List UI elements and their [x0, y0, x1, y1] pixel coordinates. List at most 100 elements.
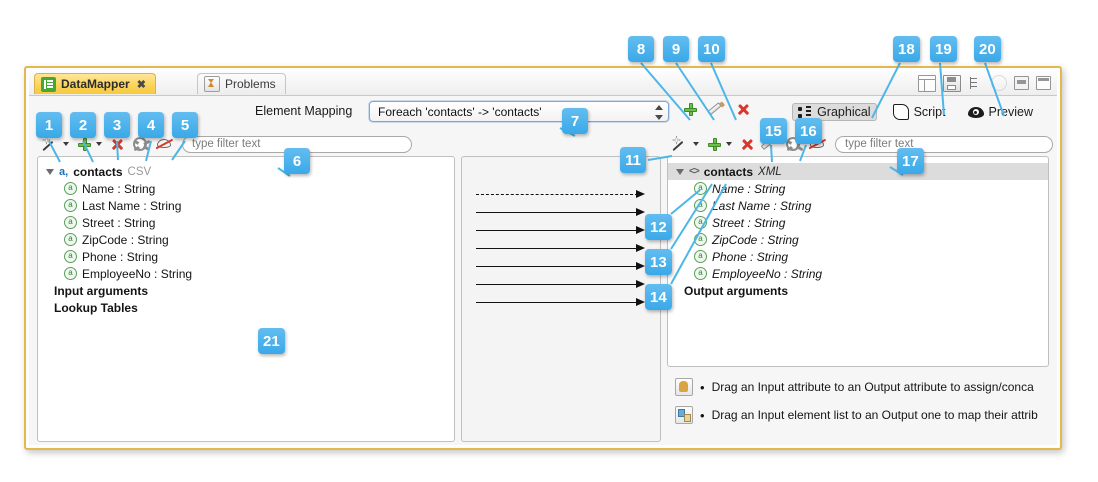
output-tree[interactable]: <> contacts XML a Name : String a Last N…	[667, 156, 1049, 367]
datamapper-icon	[41, 76, 56, 92]
callout-badge-1: 1	[36, 112, 62, 138]
attribute-icon: a	[694, 250, 707, 263]
circle-icon[interactable]	[991, 75, 1007, 91]
tree-row[interactable]: a Name : String	[38, 180, 454, 197]
add-mapping-icon[interactable]	[684, 102, 697, 116]
connector-canvas[interactable]	[461, 156, 661, 442]
callout-badge-18: 18	[893, 36, 920, 62]
connector-line[interactable]	[476, 262, 645, 270]
minimize-icon[interactable]	[1014, 76, 1029, 90]
delete-icon[interactable]	[111, 138, 124, 151]
add-icon[interactable]	[708, 137, 721, 151]
add-icon[interactable]	[78, 137, 91, 151]
connector-line[interactable]	[476, 208, 645, 216]
tree-row[interactable]: a Street : String	[38, 214, 454, 231]
tree-view-icon[interactable]	[968, 76, 984, 91]
xml-icon: <>	[689, 166, 700, 177]
connector-list	[462, 182, 660, 441]
tree-row[interactable]: Output arguments	[668, 282, 1048, 299]
hint-drag-attribute: • Drag an Input attribute to an Output a…	[675, 378, 1045, 396]
output-filter-input[interactable]: type filter text	[835, 135, 1053, 153]
tree-node-label: Input arguments	[54, 283, 149, 298]
attribute-icon: a	[694, 182, 707, 195]
chevron-down-icon[interactable]	[96, 142, 102, 146]
view-mode-preview-label: Preview	[988, 105, 1033, 119]
tree-row[interactable]: a EmployeeNo : String	[668, 265, 1048, 282]
chevron-down-icon[interactable]	[63, 142, 69, 146]
editor-tab-bar: DataMapper ✖ Problems	[29, 71, 1057, 96]
tree-node-label: Last Name : String	[712, 198, 812, 213]
tree-row[interactable]: a Phone : String	[38, 248, 454, 265]
tree-row[interactable]: a EmployeeNo : String	[38, 265, 454, 282]
chevron-down-icon[interactable]	[693, 142, 699, 146]
tree-node-label: contacts	[73, 164, 123, 179]
view-mode-preview[interactable]: Preview	[962, 103, 1039, 121]
wand-icon[interactable]	[42, 135, 58, 152]
tab-problems[interactable]: Problems	[197, 73, 286, 94]
tree-row[interactable]: a Name : String	[668, 180, 1048, 197]
element-mapping-value: Foreach 'contacts' -> 'contacts'	[378, 104, 542, 119]
connector-line[interactable]	[476, 244, 645, 252]
callout-badge-19: 19	[930, 36, 957, 62]
chevron-down-icon[interactable]	[46, 168, 54, 175]
table-view-icon[interactable]	[918, 74, 936, 92]
callout-badge-4: 4	[138, 112, 164, 138]
close-icon[interactable]: ✖	[136, 78, 146, 91]
callout-badge-10: 10	[698, 36, 725, 62]
wand-icon[interactable]	[672, 135, 688, 152]
hide-eye-icon[interactable]	[156, 138, 173, 150]
view-mode-script[interactable]: Script	[887, 102, 952, 122]
callout-badge-17: 17	[897, 148, 924, 174]
tree-row[interactable]: a Last Name : String	[668, 197, 1048, 214]
tree-node-label: Name : String	[82, 181, 156, 196]
attribute-icon: a	[64, 182, 77, 195]
callout-badge-15: 15	[760, 118, 787, 144]
attribute-icon: a	[64, 250, 77, 263]
output-filter-placeholder: type filter text	[845, 138, 914, 150]
chevron-down-icon[interactable]	[676, 168, 684, 175]
preview-eye-icon	[967, 106, 984, 118]
tree-node-label: Street : String	[82, 215, 156, 230]
tree-row[interactable]: Lookup Tables	[38, 299, 454, 316]
edit-mapping-icon[interactable]	[710, 102, 724, 116]
script-icon	[892, 104, 909, 120]
delete-mapping-icon[interactable]	[737, 103, 750, 116]
tree-row[interactable]: a Phone : String	[668, 248, 1048, 265]
tree-row[interactable]: Input arguments	[38, 282, 454, 299]
tree-row[interactable]: a Street : String	[668, 214, 1048, 231]
tree-row[interactable]: a ZipCode : String	[668, 231, 1048, 248]
save-icon[interactable]	[943, 74, 961, 92]
input-tree[interactable]: a, contacts CSV a Name : String a Last N…	[37, 156, 455, 442]
tree-row[interactable]: a ZipCode : String	[38, 231, 454, 248]
tab-datamapper[interactable]: DataMapper ✖	[34, 73, 156, 94]
tab-problems-label: Problems	[225, 77, 276, 91]
settings-gear-icon[interactable]	[133, 137, 147, 151]
output-panel-toolbar: type filter text	[667, 131, 1053, 157]
callout-badge-7: 7	[562, 108, 588, 134]
callout-badge-12: 12	[645, 214, 672, 240]
drag-element-icon	[675, 406, 693, 424]
connector-line[interactable]	[476, 298, 645, 306]
tab-datamapper-label: DataMapper	[61, 77, 130, 91]
view-mode-script-label: Script	[913, 105, 946, 119]
attribute-icon: a	[64, 216, 77, 229]
element-mapping-combo[interactable]: Foreach 'contacts' -> 'contacts'	[369, 101, 669, 122]
maximize-icon[interactable]	[1036, 76, 1051, 90]
connector-line[interactable]	[476, 280, 645, 288]
connector-line[interactable]	[476, 190, 645, 198]
tree-row[interactable]: a, contacts CSV	[38, 163, 454, 180]
connector-line[interactable]	[476, 226, 645, 234]
callout-badge-8: 8	[628, 36, 654, 62]
tree-row[interactable]: a Last Name : String	[38, 197, 454, 214]
tree-row[interactable]: <> contacts XML	[668, 163, 1048, 180]
chevron-down-icon[interactable]	[726, 142, 732, 146]
chevron-updown-icon[interactable]	[654, 105, 663, 120]
attribute-icon: a	[694, 267, 707, 280]
mapping-action-buttons	[684, 102, 750, 116]
bullet-icon: •	[700, 407, 705, 423]
delete-icon[interactable]	[741, 138, 754, 151]
tree-node-label: EmployeeNo : String	[82, 266, 193, 281]
window-toolbar	[918, 73, 1051, 93]
view-mode-graphical[interactable]: Graphical	[792, 103, 877, 121]
attribute-icon: a	[694, 216, 707, 229]
